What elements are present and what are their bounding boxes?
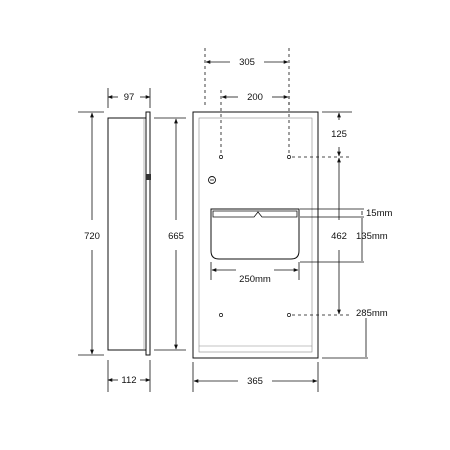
label-462: 462 (331, 231, 347, 242)
dim-front-width: 365 (192, 362, 319, 392)
dim-height-total: 720 (78, 111, 104, 356)
mount-hole-bottom-right (287, 313, 291, 317)
towel-slot (210, 208, 300, 260)
mount-hole-bottom-left (219, 313, 223, 317)
dim-hole-spacing: 200 (220, 90, 290, 155)
label-285mm: 285mm (356, 308, 388, 319)
front-view (192, 111, 319, 359)
dim-mid-height: 462 (331, 157, 347, 315)
label-125: 125 (331, 129, 347, 140)
mount-hole-top-right (287, 155, 291, 159)
side-flange (145, 111, 151, 356)
dim-side-depth: 97 (107, 88, 151, 108)
dim-top-offset: 125 (292, 111, 352, 158)
label-365: 365 (247, 376, 263, 387)
side-latch (146, 174, 151, 180)
label-97: 97 (124, 92, 135, 103)
label-250mm: 250mm (239, 274, 271, 285)
front-outer-frame (192, 111, 319, 359)
label-15mm: 15mm (366, 208, 392, 219)
dim-bottom-offset: 285mm (292, 308, 388, 359)
dim-slot-gap: 15mm (300, 208, 392, 219)
side-body (107, 117, 147, 351)
dim-slot-height: 135mm (300, 218, 388, 263)
towel-slot-tab (212, 210, 298, 218)
label-305: 305 (239, 57, 255, 68)
label-720: 720 (84, 231, 100, 242)
side-view (107, 111, 151, 356)
dim-height-inner: 665 (154, 117, 186, 351)
front-inner-panel (198, 117, 313, 353)
lock-icon (208, 176, 216, 184)
dim-side-base: 112 (107, 360, 151, 392)
label-200: 200 (247, 92, 263, 103)
dim-slot-width: 250mm (210, 262, 300, 285)
label-135mm: 135mm (356, 231, 388, 242)
mount-hole-top-left (219, 155, 223, 159)
label-665: 665 (168, 231, 184, 242)
label-112: 112 (121, 375, 136, 386)
